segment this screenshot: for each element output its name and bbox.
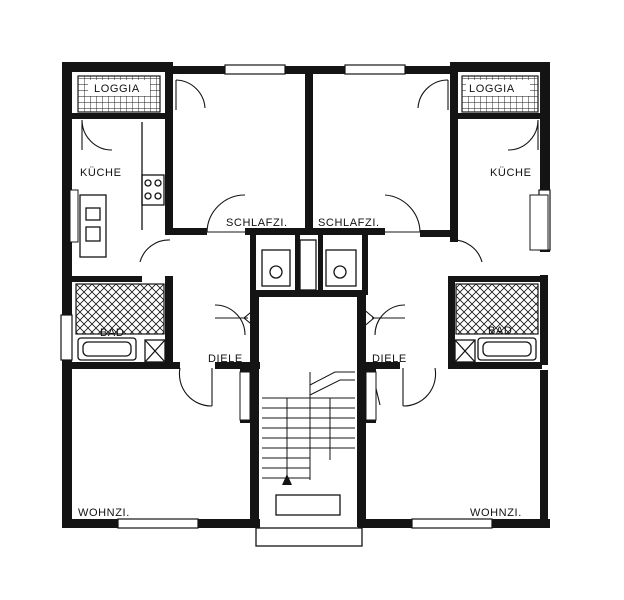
- room-labels: LOGGIA LOGGIA KÜCHE KÜCHE SCHLAFZI. SCHL…: [78, 83, 532, 519]
- doors: [81, 79, 539, 421]
- staircase: [255, 371, 363, 547]
- label-kueche-right: KÜCHE: [490, 167, 532, 179]
- kitchen-right: [529, 194, 549, 251]
- loggia-right: [461, 75, 539, 113]
- label-kueche-left: KÜCHE: [80, 167, 122, 179]
- loggia-left: [77, 75, 161, 113]
- label-loggia-left: LOGGIA: [94, 83, 140, 95]
- label-diele-left: DIELE: [208, 353, 243, 365]
- label-schlafzi-right: SCHLAFZI.: [318, 217, 380, 229]
- label-wohnzi-right: WOHNZI.: [470, 507, 522, 519]
- label-bad-left: BAD: [100, 327, 124, 339]
- label-schlafzi-left: SCHLAFZI.: [226, 217, 288, 229]
- bath-right: [454, 283, 539, 363]
- label-diele-right: DIELE: [372, 353, 407, 365]
- label-loggia-right: LOGGIA: [469, 83, 515, 95]
- kitchen-left: [69, 122, 165, 258]
- label-bad-right: BAD: [488, 325, 512, 337]
- wc-left: [261, 239, 317, 291]
- bath-left: [75, 283, 166, 363]
- wc-right: [325, 249, 357, 287]
- label-wohnzi-left: WOHNZI.: [78, 507, 130, 519]
